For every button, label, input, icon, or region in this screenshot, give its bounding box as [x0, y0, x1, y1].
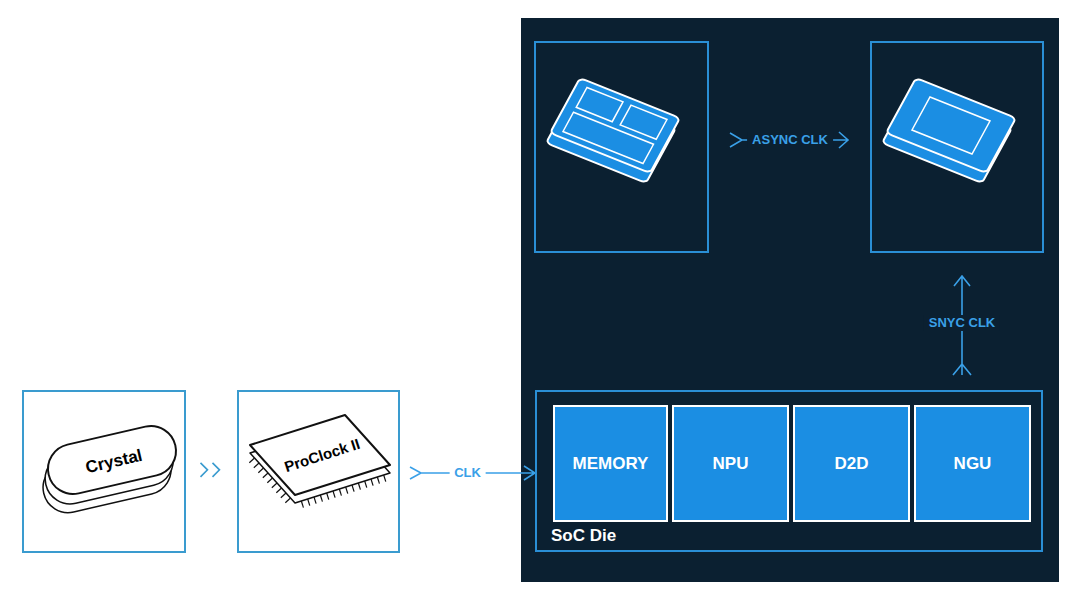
d2d-block: D2D	[793, 405, 910, 522]
chip-pin	[276, 488, 281, 493]
chip-pin	[308, 499, 310, 506]
chip-pin	[254, 463, 259, 468]
chip-illustration	[882, 78, 1016, 183]
box-label: NPU	[713, 454, 749, 474]
chip-pin	[314, 497, 316, 504]
clock-chip-illustration	[249, 415, 390, 508]
chip-pin	[267, 478, 272, 483]
chip-pin	[327, 493, 329, 500]
chip-frame	[535, 42, 708, 252]
chip-pin	[258, 468, 263, 473]
clock-chip-box: ProClock II	[237, 390, 400, 553]
chip-pin	[333, 491, 335, 498]
chip-illustration	[546, 78, 680, 183]
chip-pin	[371, 479, 373, 486]
async-arrow	[730, 132, 848, 148]
box-label: Crystal	[84, 446, 145, 478]
box-label: MEMORY	[573, 454, 649, 474]
dark-panel	[521, 18, 1059, 582]
signal-label: SNYC CLK	[924, 315, 1000, 331]
chip-pin	[365, 481, 367, 488]
chip-pin	[377, 477, 379, 484]
box-label: D2D	[834, 454, 868, 474]
signal-label: CLK	[449, 465, 486, 481]
chip-pin	[358, 483, 360, 490]
soc-die-box: SoC Die MEMORY NPU D2D NGU	[535, 390, 1043, 552]
chip-pin	[339, 489, 341, 496]
chip-pin	[263, 473, 268, 478]
chip-pin	[249, 458, 254, 463]
chip-pin	[272, 483, 277, 488]
chip-pin	[320, 495, 322, 502]
box-label: ProClock II	[282, 435, 362, 475]
chip-pin	[346, 487, 348, 494]
chip-pin	[281, 493, 286, 498]
npu-block: NPU	[672, 405, 789, 522]
chip-pin	[301, 501, 303, 508]
chip-frame	[871, 42, 1043, 252]
clock-connector	[410, 466, 535, 480]
chip-pin	[352, 485, 354, 492]
crystal-illustration	[34, 421, 185, 518]
box-label: SoC Die	[551, 526, 616, 546]
crystal-box: Crystal	[22, 390, 186, 553]
chip-pin	[384, 475, 386, 482]
signal-label: ASYNC CLK	[747, 132, 833, 148]
chip-pin	[285, 498, 290, 503]
memory-block: MEMORY	[553, 405, 668, 522]
clock-connector	[201, 463, 220, 477]
ngu-block: NGU	[914, 405, 1031, 522]
box-label: NGU	[954, 454, 992, 474]
